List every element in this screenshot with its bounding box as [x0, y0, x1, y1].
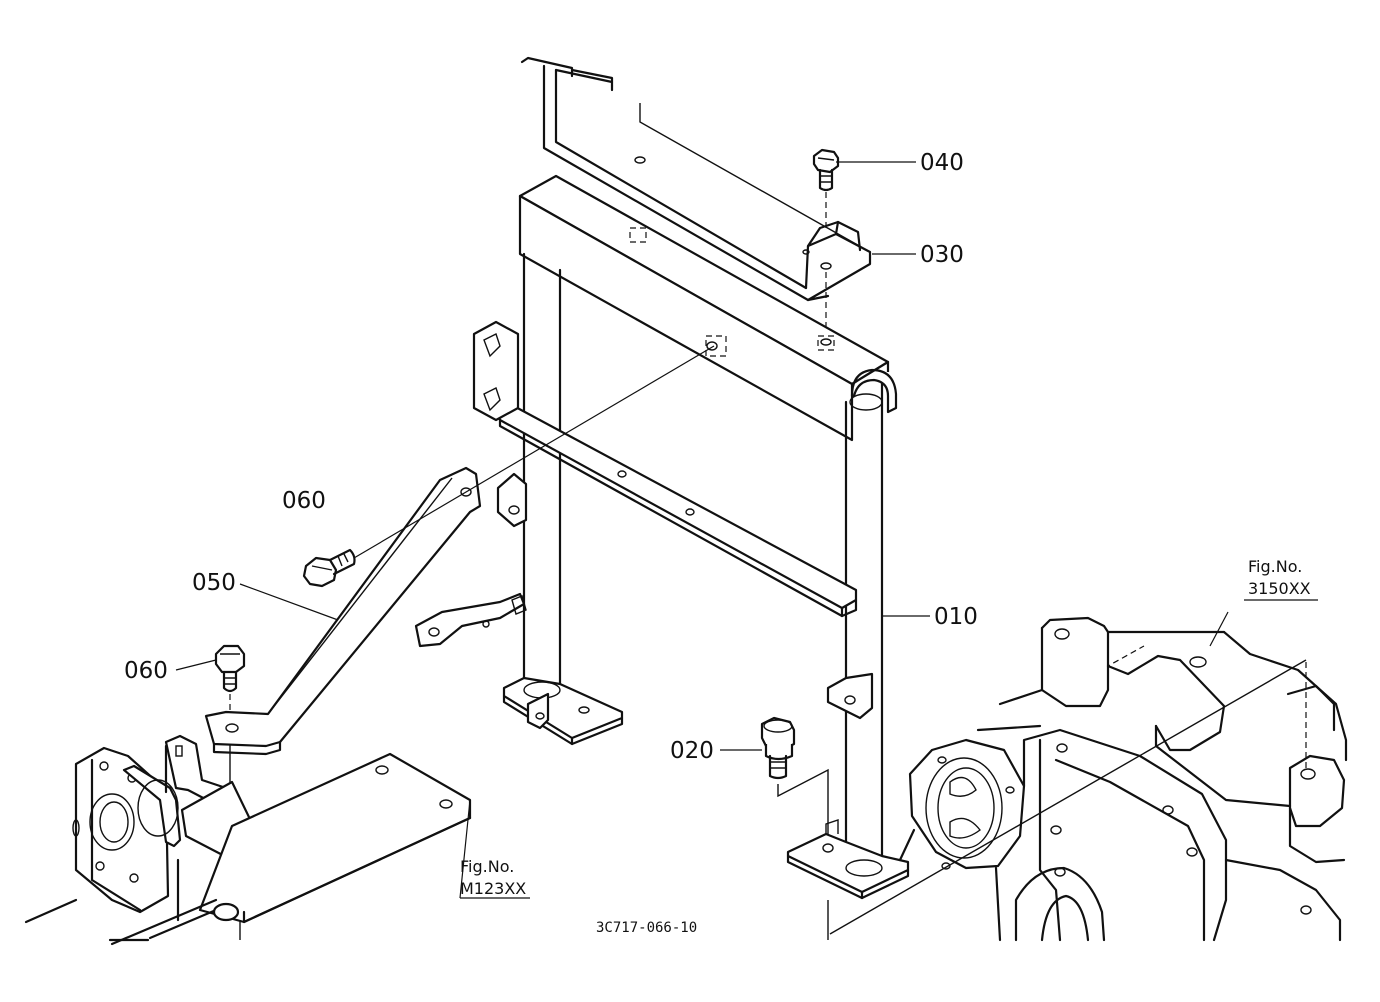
label-part-020: 020	[670, 738, 714, 764]
drawing-code: 3C717-066-10	[596, 920, 697, 936]
ref-left-line2: M123XX	[460, 879, 526, 898]
ref-right-line1: Fig.No.	[1248, 557, 1302, 576]
leader-lines	[175, 161, 1318, 899]
label-part-030: 030	[920, 242, 964, 268]
bolt-040	[812, 148, 840, 340]
ref-left-line1: Fig.No.	[460, 857, 514, 876]
bolt-020	[760, 716, 829, 940]
label-part-060-lower: 060	[124, 658, 168, 684]
label-part-050: 050	[192, 570, 236, 596]
stay-050	[204, 466, 482, 756]
bolt-060-upper	[302, 345, 715, 588]
main-frame-010	[414, 174, 910, 900]
label-part-040: 040	[920, 150, 964, 176]
ref-right-line2: 3150XX	[1248, 579, 1311, 598]
right-housing	[829, 611, 1348, 942]
label-part-010: 010	[934, 604, 978, 630]
label-part-060-upper: 060	[282, 488, 326, 514]
left-assembly	[24, 734, 472, 946]
top-bracket-030	[520, 56, 872, 302]
